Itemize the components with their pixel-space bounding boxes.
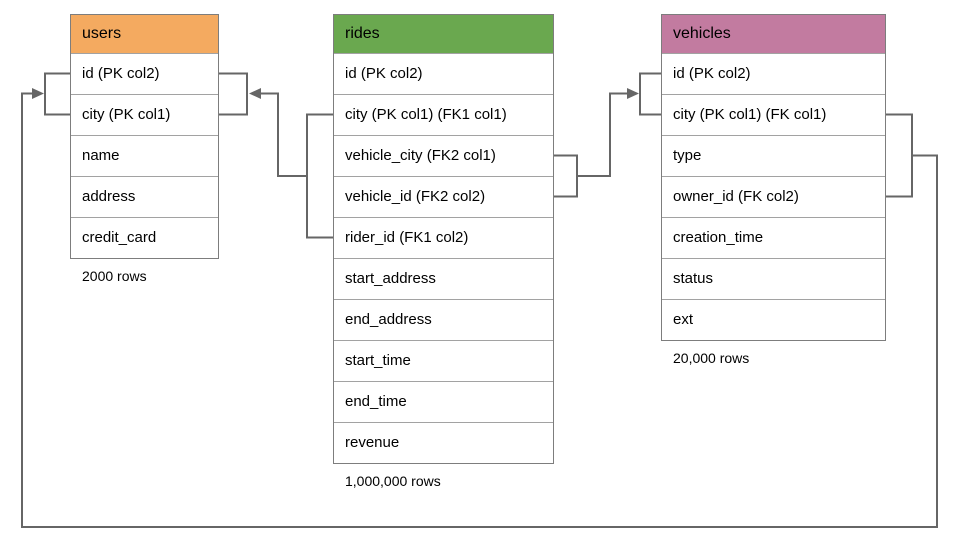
fk1-connector-line (260, 92, 307, 177)
table-users-rowcount: 2000 rows (82, 268, 147, 284)
fk2-arrowhead (627, 88, 639, 99)
table-rides: rides id (PK col2)city (PK col1) (FK1 co… (333, 14, 554, 489)
table-column-row: city (PK col1) (FK1 col1) (334, 94, 553, 135)
rides-right-bracket-line (554, 154, 578, 198)
table-vehicles-box: vehicles id (PK col2)city (PK col1) (FK … (661, 14, 886, 341)
table-column-row: status (662, 258, 885, 299)
fk2-connector-line (577, 92, 627, 177)
table-column-row: vehicle_id (FK2 col2) (334, 176, 553, 217)
table-vehicles-rows: id (PK col2)city (PK col1) (FK col1)type… (662, 53, 885, 340)
vehicles-right-bracket-line (886, 113, 913, 198)
table-column-row: id (PK col2) (662, 53, 885, 94)
rides-left-bracket-line (306, 113, 333, 239)
table-column-row: city (PK col1) (71, 94, 218, 135)
users-right-bracket-line (219, 72, 248, 116)
table-column-row: start_address (334, 258, 553, 299)
table-column-row: id (PK col2) (334, 53, 553, 94)
table-column-row: end_address (334, 299, 553, 340)
table-rides-rows: id (PK col2)city (PK col1) (FK1 col1)veh… (334, 53, 553, 463)
table-column-row: id (PK col2) (71, 53, 218, 94)
table-rides-rowcount: 1,000,000 rows (345, 473, 441, 489)
users-left-bracket-line (44, 72, 70, 116)
table-column-row: creation_time (662, 217, 885, 258)
table-vehicles-rowcount: 20,000 rows (673, 350, 750, 366)
table-column-row: start_time (334, 340, 553, 381)
table-rides-header: rides (334, 15, 553, 53)
fk1-arrowhead (249, 88, 261, 99)
table-column-row: rider_id (FK1 col2) (334, 217, 553, 258)
table-users-header: users (71, 15, 218, 53)
table-column-row: vehicle_city (FK2 col1) (334, 135, 553, 176)
vehicles-to-users-loop-line (21, 92, 938, 528)
table-rides-box: rides id (PK col2)city (PK col1) (FK1 co… (333, 14, 554, 464)
table-column-row: owner_id (FK col2) (662, 176, 885, 217)
table-column-row: name (71, 135, 218, 176)
table-vehicles-header: vehicles (662, 15, 885, 53)
table-column-row: address (71, 176, 218, 217)
vehicles-to-users-arrowhead (32, 88, 44, 99)
table-column-row: city (PK col1) (FK col1) (662, 94, 885, 135)
table-column-row: ext (662, 299, 885, 340)
table-column-row: type (662, 135, 885, 176)
table-column-row: revenue (334, 422, 553, 463)
table-vehicles: vehicles id (PK col2)city (PK col1) (FK … (661, 14, 886, 366)
vehicles-left-bracket-line (639, 72, 661, 116)
table-column-row: end_time (334, 381, 553, 422)
table-column-row: credit_card (71, 217, 218, 258)
